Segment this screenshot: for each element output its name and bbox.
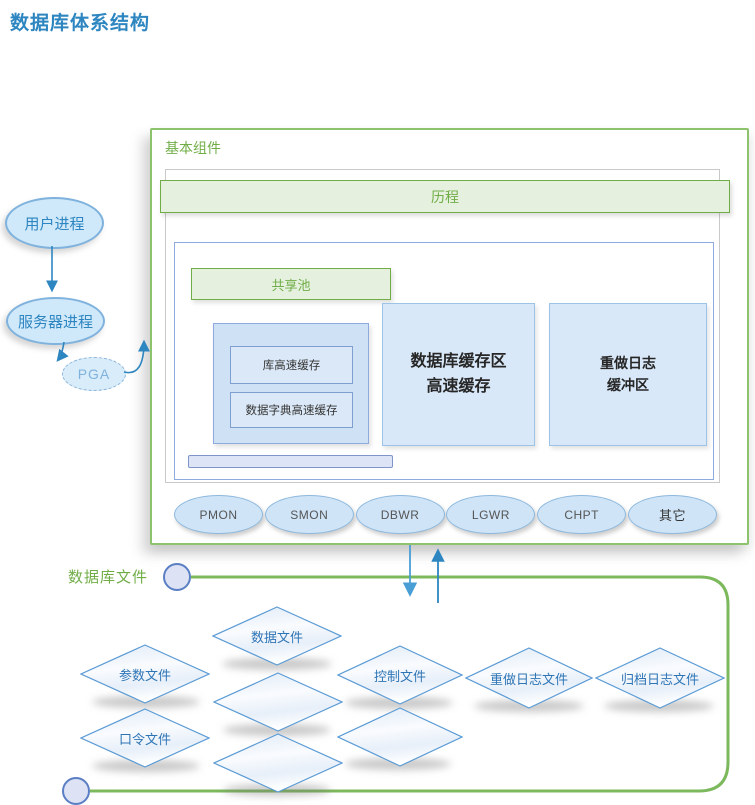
dictionary-cache-label: 数据字典高速缓存 (245, 405, 338, 417)
database-files-label: 数据库文件 (68, 569, 149, 586)
parameter-files-label: 参数文件 (118, 667, 171, 683)
other-label: 其它 (658, 508, 686, 523)
diamond-parameter-files: 参数文件 (80, 644, 210, 704)
process-ellipse-chpt: CHPT (537, 495, 627, 534)
process-ellipse-other: 其它 (627, 495, 717, 534)
diamond-redo-log-files: 重做日志文件 (465, 647, 593, 709)
library-cache-label: 库高速缓存 (262, 360, 321, 372)
sga-box: 共享池 库高速缓存 数据字典高速缓存 数据库缓存区 高速缓存 重做日志 缓冲区 (174, 242, 714, 480)
control-files-label: 控制文件 (373, 668, 426, 684)
smon-label: SMON (290, 507, 329, 522)
process-bar: 历程 (160, 180, 730, 213)
basic-components-box: 基本组件 历程 共享池 库高速缓存 数据字典高速缓存 数据库缓存区 高速缓存 重… (150, 128, 749, 545)
user-process-label: 用户进程 (24, 215, 85, 233)
sga-slider-bar (188, 455, 393, 468)
server-process-label: 服务器进程 (17, 313, 93, 331)
process-ellipse-dbwr: DBWR (355, 495, 445, 534)
process-ellipse-smon: SMON (264, 495, 354, 534)
cache-container-box: 库高速缓存 数据字典高速缓存 (213, 323, 369, 444)
background-process-row: PMON SMON DBWR LGWR CHPT 其它 (174, 495, 717, 534)
lgwr-label: LGWR (471, 507, 510, 522)
diamond-password-files: 口令文件 (80, 708, 210, 768)
process-ellipse-pmon: PMON (174, 495, 263, 534)
arrow-pga-to-box (123, 339, 150, 374)
diamond-control-files: 控制文件 (337, 645, 463, 705)
diamond-data-files: 数据文件 (212, 606, 342, 666)
redo-log-files-label: 重做日志文件 (489, 671, 568, 687)
pmon-label: PMON (199, 507, 238, 522)
server-process-ellipse: 服务器进程 (6, 297, 105, 345)
process-ellipse-lgwr: LGWR (446, 495, 536, 534)
diamond-archive-log-files: 归档日志文件 (595, 647, 725, 709)
connector-start-circle (163, 563, 191, 591)
library-cache-box: 库高速缓存 (230, 346, 353, 384)
page-title: 数据库体系结构 (10, 13, 151, 34)
shared-pool-box: 共享池 (191, 268, 391, 300)
shared-pool-label: 共享池 (271, 277, 311, 293)
diamond-empty-3 (337, 707, 463, 767)
data-files-label: 数据文件 (250, 629, 303, 645)
diamond-empty-2 (213, 733, 343, 793)
dbwr-label: DBWR (380, 507, 420, 522)
pga-ellipse: PGA (62, 357, 126, 391)
buffer-cache-label-line2: 高速缓存 (426, 377, 491, 395)
chpt-label: CHPT (564, 507, 600, 522)
database-buffer-cache-box: 数据库缓存区 高速缓存 (382, 303, 535, 446)
diamond-empty-1 (213, 672, 343, 732)
process-bar-label: 历程 (431, 188, 459, 205)
dictionary-cache-box: 数据字典高速缓存 (230, 392, 353, 428)
redo-buffer-label-line1: 重做日志 (600, 354, 656, 371)
user-process-ellipse: 用户进程 (5, 197, 104, 249)
archive-log-files-label: 归档日志文件 (620, 671, 699, 687)
password-files-label: 口令文件 (118, 731, 171, 747)
redo-buffer-label-line2: 缓冲区 (607, 376, 649, 393)
pga-label: PGA (77, 366, 111, 382)
connector-end-circle (62, 777, 90, 805)
redo-log-buffer-box: 重做日志 缓冲区 (549, 303, 707, 446)
buffer-cache-label-line1: 数据库缓存区 (410, 352, 507, 370)
basic-components-label: 基本组件 (165, 140, 221, 156)
